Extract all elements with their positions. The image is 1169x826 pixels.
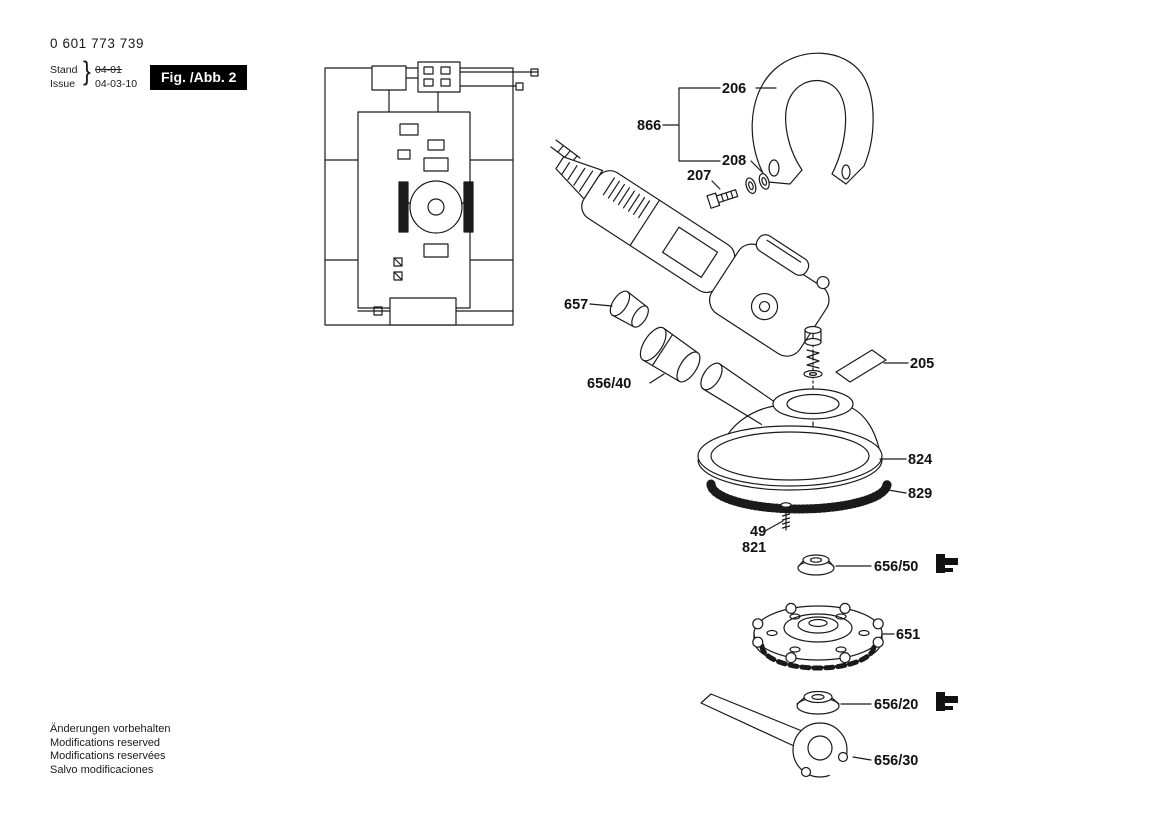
callout-829: 829 — [908, 486, 932, 502]
revision-notice: Änderungen vorbehalten Modifications res… — [50, 723, 170, 777]
cup-wheel-651 — [752, 602, 884, 671]
dust-guard-824 — [697, 362, 883, 491]
notice-line-fr: Modifications reservées — [50, 750, 166, 762]
brace-glyph: } — [83, 55, 91, 86]
callout-207: 207 — [687, 168, 711, 184]
brush-ring-829 — [706, 479, 892, 514]
revision-dates: 04-01 04-03-10 — [95, 63, 137, 91]
leader-657 — [589, 303, 613, 307]
issue-date: 04-03-10 — [95, 78, 138, 90]
revision-labels: Stand Issue — [50, 63, 77, 91]
figure-label-box: Fig. /Abb. 2 — [150, 65, 248, 90]
washers-208 — [745, 173, 770, 195]
nameplate-205 — [835, 349, 887, 383]
leader-49-821 — [764, 520, 784, 532]
callout-656-20: 656/20 — [874, 697, 918, 713]
leader-208 — [750, 160, 763, 173]
callout-821: 821 — [742, 540, 766, 556]
leader-829 — [887, 489, 907, 494]
clamp-accessory-icon — [936, 692, 958, 711]
stand-date: 04-01 — [95, 64, 122, 76]
callout-651: 651 — [896, 627, 920, 643]
bracket-866 — [662, 87, 721, 162]
adapter-656-40 — [639, 326, 701, 383]
leader-656-30 — [852, 756, 872, 761]
callout-205: 205 — [910, 356, 934, 372]
callout-49: 49 — [750, 524, 766, 540]
screw-821 — [780, 502, 792, 531]
callout-866: 866 — [637, 118, 661, 134]
notice-line-es: Salvo modificaciones — [50, 763, 154, 776]
callout-657: 657 — [564, 297, 588, 313]
document-number: 0 601 773 739 — [50, 36, 145, 51]
leader-lines — [589, 87, 909, 761]
spindle-parts — [803, 325, 823, 379]
stand-label: Stand — [50, 64, 78, 76]
wiring-schematic — [324, 61, 539, 326]
clamp-nut-656-20 — [796, 690, 840, 715]
callout-206: 206 — [722, 81, 746, 97]
issue-label: Issue — [50, 78, 76, 90]
notice-line-en: Modifications reserved — [50, 736, 161, 749]
pin-spanner-656-30 — [700, 693, 854, 780]
callout-656-50: 656/50 — [874, 559, 918, 575]
callout-824: 824 — [908, 452, 932, 468]
side-handle-206 — [751, 52, 874, 185]
handle-screw-207 — [706, 189, 739, 209]
clamp-accessory-icon — [936, 554, 958, 573]
callout-208: 208 — [722, 153, 746, 169]
backing-flange-656-50 — [797, 554, 835, 576]
grinder-body — [550, 139, 830, 379]
callout-656-40: 656/40 — [587, 376, 631, 392]
leader-656-40 — [649, 373, 665, 384]
notice-line-de: Änderungen vorbehalten — [50, 723, 171, 735]
leader-207 — [711, 180, 721, 190]
callout-656-30: 656/30 — [874, 753, 918, 769]
adapter-657 — [609, 290, 649, 328]
